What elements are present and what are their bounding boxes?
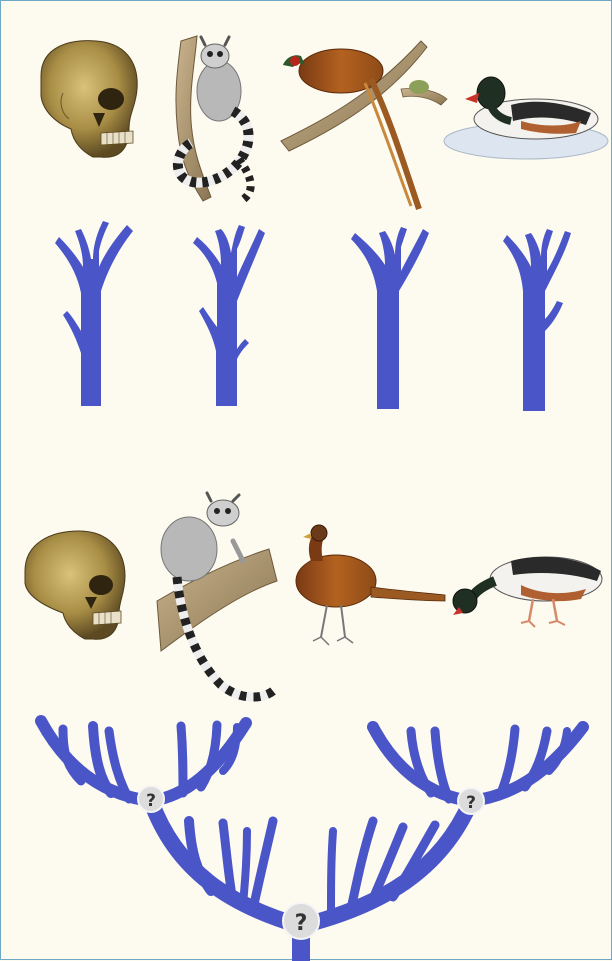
pheasant-illustration-2 [296,525,445,645]
node-root: ? [283,903,319,939]
lemur-illustration [176,36,251,201]
duck-illustration-2 [453,557,602,627]
duck-illustration [444,77,608,159]
tree-top-3 [351,227,429,409]
node-left: ? [138,786,164,812]
node-right-label: ? [466,793,476,813]
pheasant-illustration [281,41,447,209]
skull-illustration [41,41,137,158]
node-left-label: ? [146,791,156,811]
node-right: ? [458,788,484,814]
node-root-label: ? [295,911,308,936]
lemur-illustration-2 [157,493,277,697]
skull-illustration-2 [25,531,125,639]
tree-top-4 [503,229,571,411]
tree-top-2 [193,225,265,406]
tree-top-1 [55,221,133,406]
